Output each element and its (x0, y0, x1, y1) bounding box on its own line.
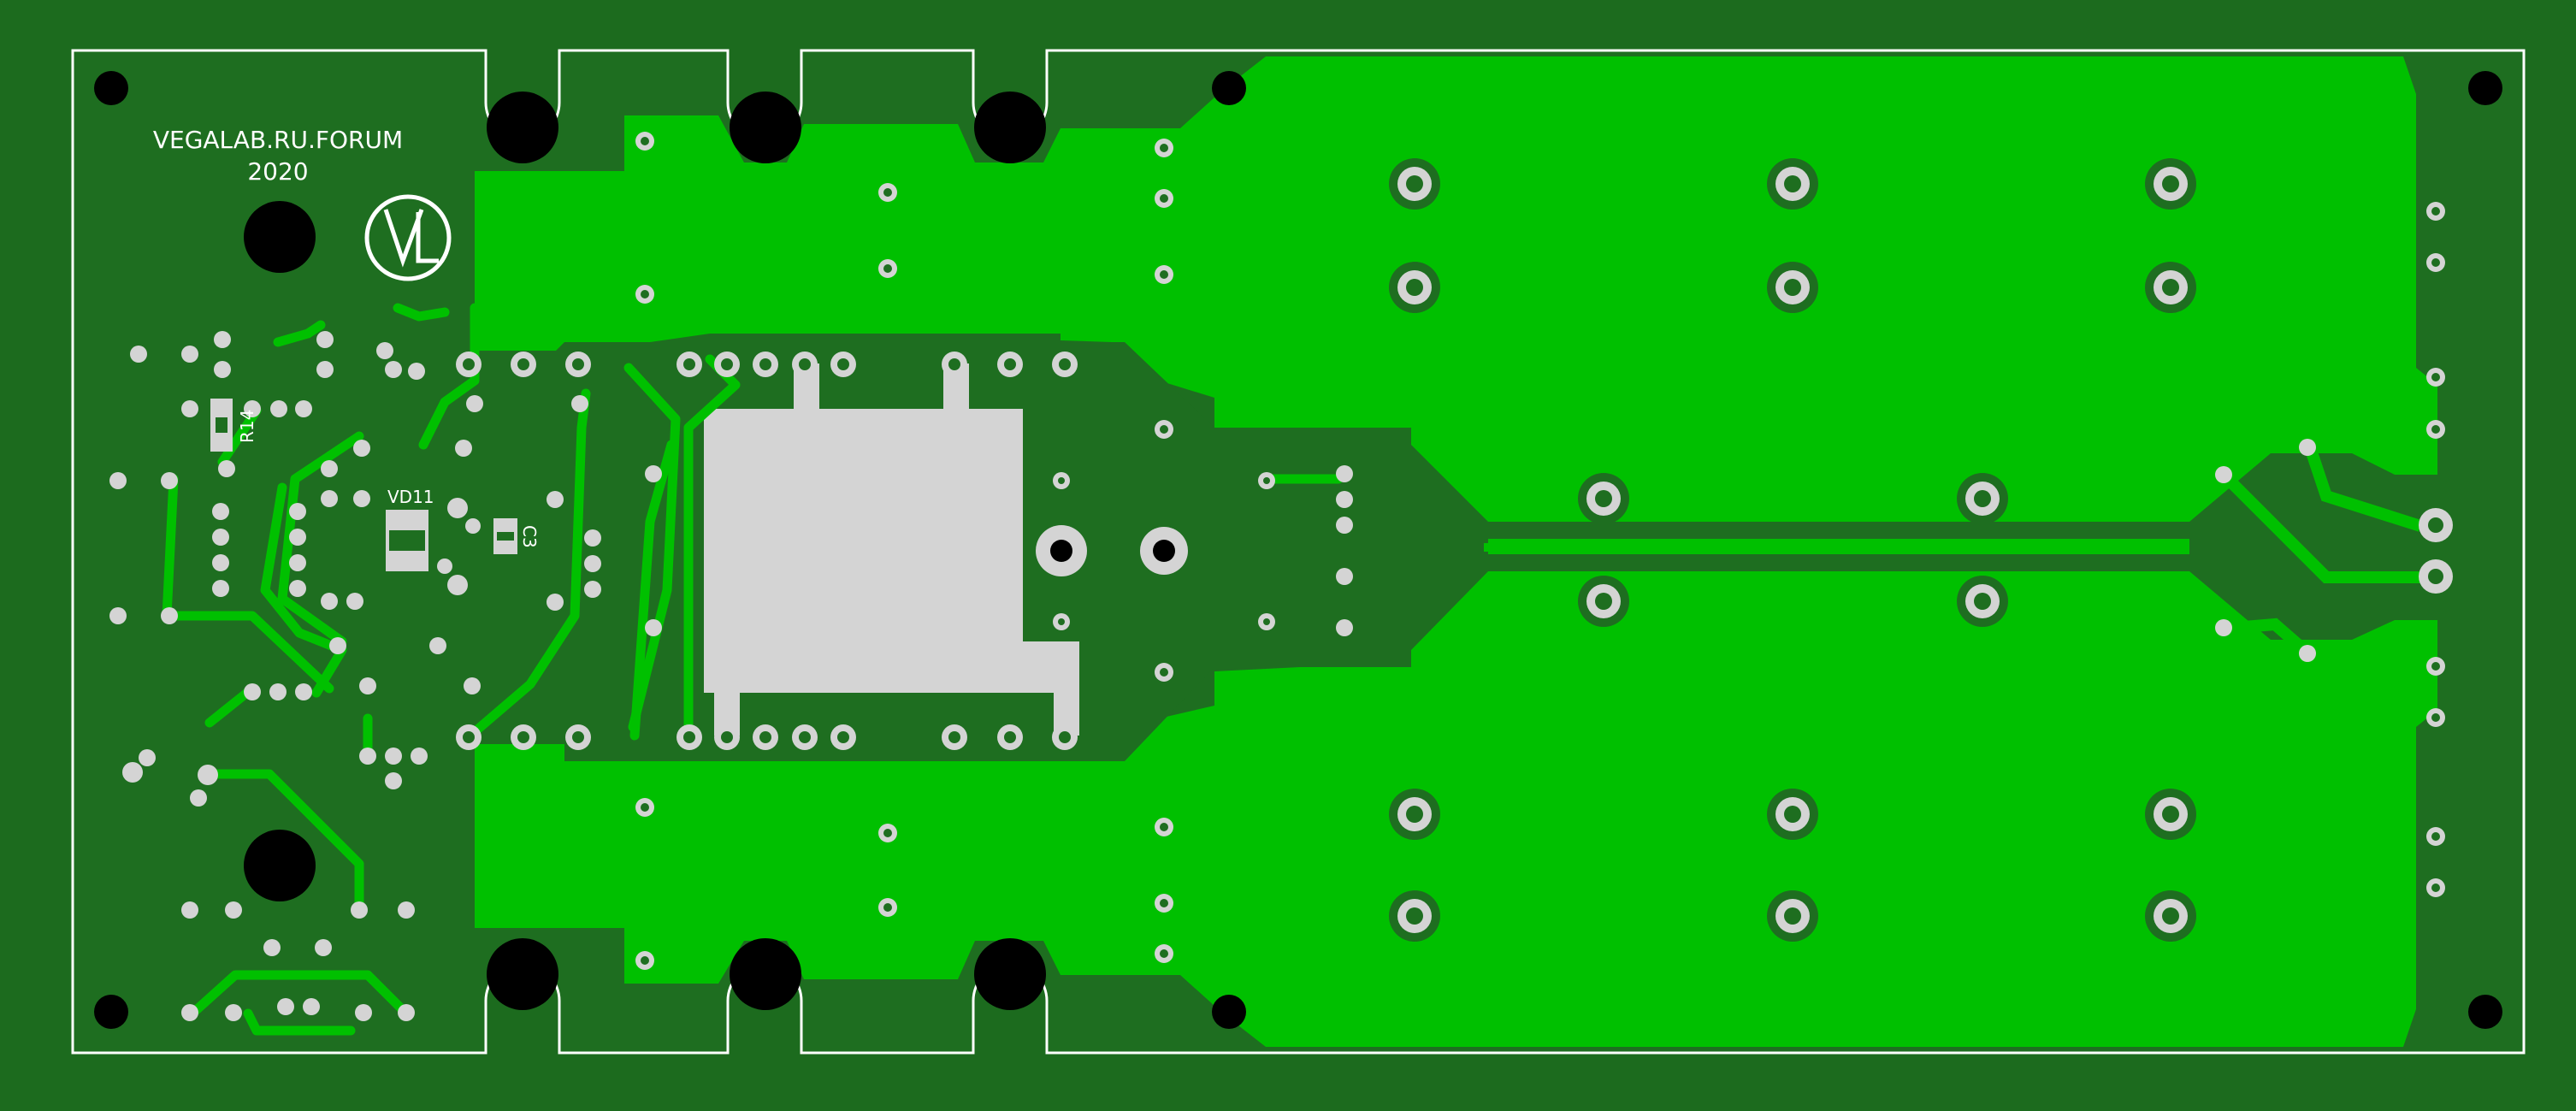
vd11-label: VD11 (387, 487, 434, 507)
silkscreen: VEGALAB.RU.FORUM 2020 R14 VD11 C3 (153, 126, 540, 548)
heatsink-pad (704, 363, 1079, 736)
ground-trace-rail (1484, 543, 2130, 552)
left-traces (162, 303, 1344, 1036)
mounting-holes (94, 71, 2502, 1029)
r14-label: R14 (237, 410, 257, 443)
right-traces (2219, 442, 2423, 659)
copper-pour-main (475, 56, 2437, 522)
c3-label: C3 (519, 525, 540, 548)
copper-pour-bottom (475, 571, 2437, 1047)
forum-label: VEGALAB.RU.FORUM (153, 126, 403, 154)
year-label: 2020 (247, 157, 308, 186)
component-pads (456, 352, 2453, 750)
vias (109, 132, 2445, 1021)
smd-components (210, 399, 517, 571)
vl-logo-icon (364, 194, 452, 281)
large-pads (1389, 158, 2196, 942)
